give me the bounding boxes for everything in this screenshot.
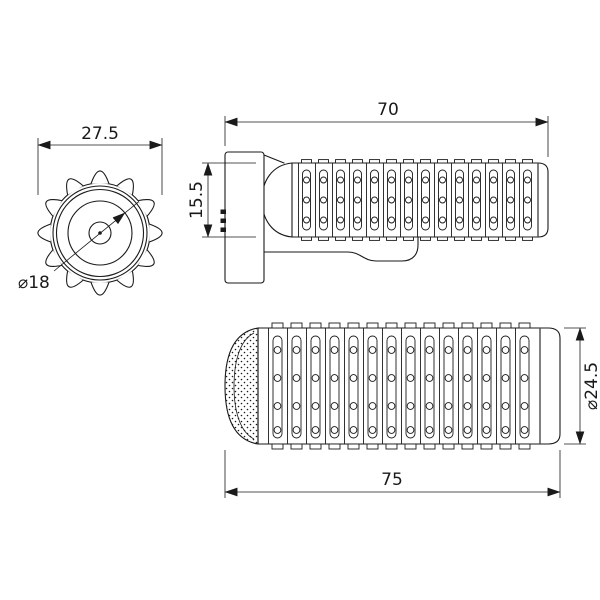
- dim-side-diameter: ⌀24.5: [564, 327, 600, 445]
- bore-circle: [67, 200, 133, 266]
- dim-label-side-length: 75: [381, 470, 403, 490]
- serration-mark: [220, 218, 226, 223]
- serration-mark: [220, 227, 226, 232]
- knurl-ribs: [298, 159, 536, 241]
- dome-cap-stippled: [224, 327, 259, 445]
- dim-plan-height: 15.5: [187, 162, 256, 238]
- dim-label-side-diameter: ⌀24.5: [582, 362, 600, 410]
- ring-circle-inner: [55, 188, 145, 278]
- dim-label-plan-length: 70: [377, 100, 399, 120]
- dim-label-front-width: 27.5: [81, 124, 119, 144]
- bracket-chamfer-line: [263, 154, 285, 164]
- bracket-arm-outline: [263, 236, 419, 262]
- plan-view: 70 15.5: [187, 100, 549, 284]
- peg-body-outline: [291, 162, 549, 238]
- leader-bore-diameter: ⌀18: [18, 201, 140, 293]
- serration-mark: [220, 209, 226, 214]
- knurl-ribs: [268, 322, 534, 450]
- center-hole-circle: [88, 221, 112, 245]
- dim-side-length: 75: [224, 450, 561, 498]
- dome-cap-outline: [261, 162, 293, 238]
- dim-front-width: 27.5: [37, 124, 163, 195]
- dim-label-plan-height: 15.5: [187, 181, 207, 219]
- ring-circle-outer: [52, 185, 148, 281]
- dim-plan-length: 70: [224, 100, 549, 157]
- peg-body-outline: [257, 327, 561, 445]
- side-view: 75 ⌀24.5: [224, 322, 600, 498]
- dim-label-bore: ⌀18: [18, 273, 50, 293]
- front-view: 27.5 ⌀18: [18, 124, 163, 296]
- dome-contour-line: [233, 332, 255, 440]
- mount-bracket: [224, 151, 265, 284]
